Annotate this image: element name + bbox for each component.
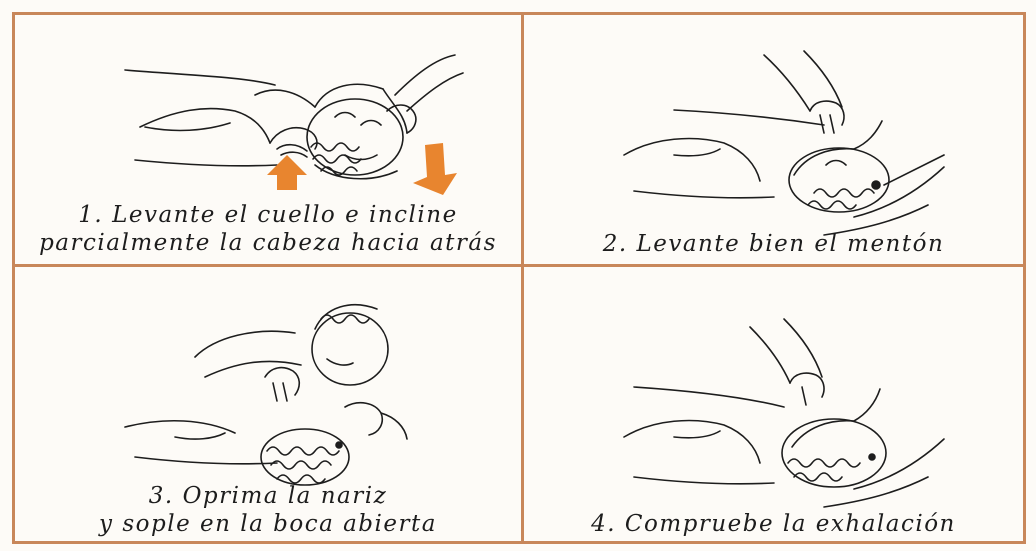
step-3-caption-line-1: 3. Oprima la nariz	[15, 482, 521, 510]
step-4-caption: 4. Compruebe la exhalación	[524, 510, 1023, 538]
grid-divider-horizontal	[15, 264, 1023, 267]
step-3-illustration	[15, 267, 521, 541]
step-1-panel: 1. Levante el cuello e incline parcialme…	[15, 15, 521, 264]
step-4-number: 4.	[591, 511, 617, 537]
step-3-caption-line-2: y sople en la boca abierta	[99, 511, 437, 537]
step-3-text-1: Oprima la nariz	[182, 483, 388, 509]
step-1-caption-line-1: 1. Levante el cuello e incline	[15, 201, 521, 229]
step-2-number: 2.	[602, 231, 628, 257]
step-4-panel: 4. Compruebe la exhalación	[524, 267, 1023, 541]
step-1-caption-line-2: parcialmente la cabeza hacia atrás	[39, 230, 497, 256]
step-4-caption-line-1: 4. Compruebe la exhalación	[524, 510, 1023, 538]
step-3-number: 3.	[148, 483, 174, 509]
instruction-grid: 1. Levante el cuello e incline parcialme…	[12, 12, 1026, 544]
step-2-text-1: Levante bien el mentón	[636, 231, 945, 257]
step-1-text-1: Levante el cuello e incline	[112, 202, 458, 228]
grid-divider-vertical	[521, 15, 524, 541]
step-2-illustration	[524, 15, 1023, 264]
step-3-panel: 3. Oprima la nariz y sople en la boca ab…	[15, 267, 521, 541]
step-4-illustration	[524, 267, 1023, 541]
step-2-caption-line-1: 2. Levante bien el mentón	[524, 230, 1023, 258]
neck-lift-arrow-icon	[267, 155, 307, 190]
step-1-caption: 1. Levante el cuello e incline parcialme…	[15, 201, 521, 257]
step-3-caption: 3. Oprima la nariz y sople en la boca ab…	[15, 482, 521, 538]
step-2-caption: 2. Levante bien el mentón	[524, 230, 1023, 258]
step-4-text-1: Compruebe la exhalación	[624, 511, 956, 537]
step-1-number: 1.	[78, 202, 104, 228]
step-1-illustration	[15, 15, 521, 195]
head-tilt-arrow-icon	[413, 143, 457, 195]
step-2-panel: 2. Levante bien el mentón	[524, 15, 1023, 264]
